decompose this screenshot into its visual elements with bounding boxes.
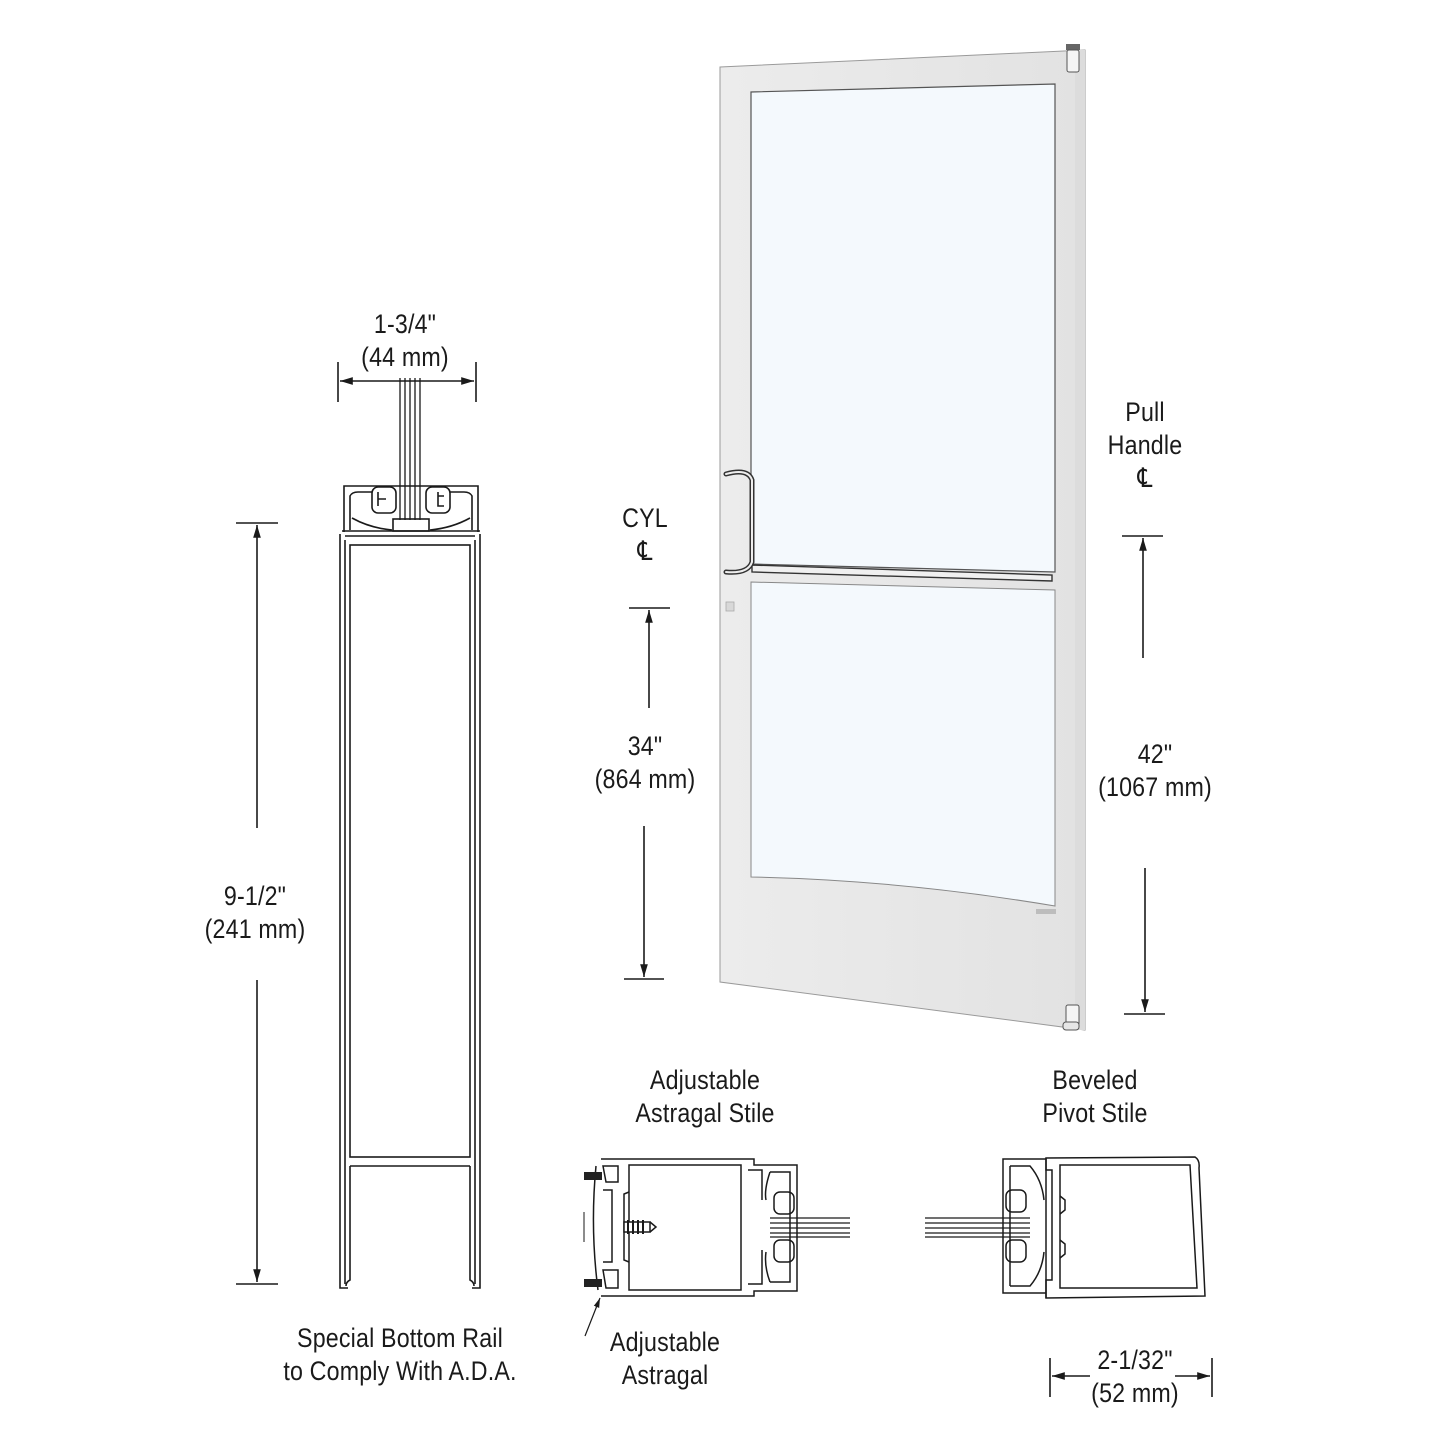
- astragal-callout-line1: Adjustable: [609, 1327, 721, 1357]
- top-pivot: [1066, 44, 1080, 73]
- glazing-stop: [343, 485, 479, 532]
- rail-height-dimension: [236, 522, 278, 1285]
- astragal-stile-title: Adjustable Astragal Stile: [615, 1064, 796, 1130]
- adjustment-screw: [623, 1220, 658, 1234]
- rail-height-metric: (241 mm): [204, 914, 306, 944]
- door-elevation: [719, 44, 1086, 1031]
- astragal-stile-title-line2: Astragal Stile: [635, 1098, 775, 1128]
- cyl-label: CYL ℄: [598, 502, 693, 568]
- cylinder-lock: [725, 601, 735, 612]
- glass-upper: [750, 83, 1056, 573]
- rail-width-label: 1-3/4" (44 mm): [315, 308, 496, 374]
- rail-width-imperial: 1-3/4": [373, 309, 437, 339]
- cyl-text: CYL: [622, 503, 668, 533]
- cyl-centerline-icon: ℄: [637, 536, 653, 566]
- astragal-callout-line2: Astragal: [621, 1360, 709, 1390]
- glass-lower: [750, 581, 1056, 907]
- pivot-stile-title: Beveled Pivot Stile: [1013, 1064, 1176, 1130]
- cyl-height-label: 34" (864 mm): [572, 730, 718, 796]
- pull-handle-centerline-icon: ℄: [1137, 463, 1153, 493]
- pivot-stile-width-imperial: 2-1/32": [1097, 1345, 1173, 1375]
- bottom-rail-caption: Special Bottom Rail to Comply With A.D.A…: [254, 1322, 546, 1388]
- bottom-pivot: [1062, 1004, 1080, 1031]
- rail-section-drawing: [236, 362, 481, 1289]
- cyl-height-imperial: 34": [627, 731, 663, 761]
- rail-width-dimension: [337, 362, 477, 402]
- pivot-stile-title-line1: Beveled: [1052, 1065, 1138, 1095]
- pull-handle-height-dimension: [1122, 535, 1165, 1015]
- astragal-stile-title-line1: Adjustable: [649, 1065, 761, 1095]
- astragal-stile-section: [583, 1158, 850, 1337]
- rail-body: [339, 530, 481, 1289]
- astragal-callout: Adjustable Astragal: [588, 1326, 743, 1392]
- bottom-rail-caption-line1: Special Bottom Rail: [297, 1323, 503, 1353]
- pivot-stile-width-dimension: [1049, 1358, 1213, 1397]
- cyl-height-metric: (864 mm): [594, 764, 696, 794]
- pivot-stile-section: [925, 1156, 1206, 1299]
- bottom-rail-caption-line2: to Comply With A.D.A.: [283, 1356, 517, 1386]
- pull-handle-height-imperial: 42": [1137, 739, 1173, 769]
- push-bar: [751, 564, 1053, 582]
- pivot-stile-width-metric: (52 mm): [1091, 1378, 1179, 1408]
- pull-handle-label: Pull Handle ℄: [1089, 396, 1201, 495]
- rail-width-metric: (44 mm): [361, 342, 449, 372]
- pull-handle-height-metric: (1067 mm): [1098, 772, 1212, 802]
- pull-handle-line2: Handle: [1107, 430, 1183, 460]
- glass-lines: [399, 378, 421, 520]
- rail-height-label: 9-1/2" (241 mm): [165, 880, 346, 946]
- pivot-stile-title-line2: Pivot Stile: [1042, 1098, 1148, 1128]
- pull-handle-line1: Pull: [1125, 397, 1165, 427]
- pull-handle-height-label: 42" (1067 mm): [1073, 738, 1236, 804]
- pivot-stile-width-label: 2-1/32" (52 mm): [1071, 1344, 1200, 1410]
- rail-height-imperial: 9-1/2": [223, 881, 287, 911]
- cyl-height-dimension: [624, 607, 670, 980]
